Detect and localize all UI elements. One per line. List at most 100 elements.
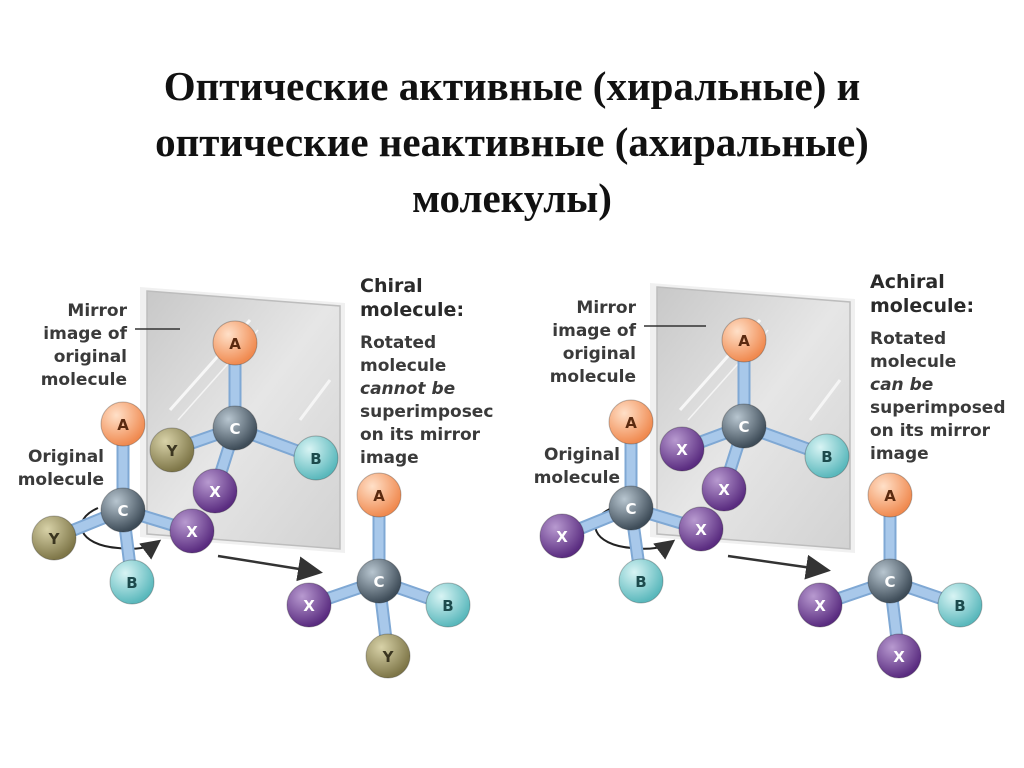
svg-text:Original: Original — [544, 445, 620, 465]
atom-b: B — [425, 582, 471, 628]
original-molecule-label-left: Original molecule — [18, 447, 104, 490]
svg-text:A: A — [117, 416, 129, 434]
svg-text:superimposed: superimposed — [870, 398, 1006, 418]
title-line-2: оптические неактивные (ахиральные) — [155, 119, 869, 165]
svg-text:superimposec: superimposec — [360, 402, 493, 422]
molecule-mirror-image-chiral: A Y X B C — [149, 320, 339, 514]
svg-text:B: B — [635, 573, 646, 591]
atom-a: A — [721, 317, 767, 363]
svg-text:X: X — [893, 648, 905, 666]
svg-text:C: C — [884, 573, 895, 591]
atom-x: X — [659, 426, 705, 472]
atom-c: C — [356, 558, 402, 604]
atom-a: A — [100, 401, 146, 447]
atom-y: Y — [31, 515, 77, 561]
atom-y: Y — [365, 633, 411, 679]
atom-b: B — [937, 582, 983, 628]
atom-c: C — [867, 558, 913, 604]
svg-text:image: image — [360, 448, 419, 468]
svg-text:B: B — [310, 450, 321, 468]
atom-x: X — [797, 582, 843, 628]
achiral-description: Achiral molecule: Rotated molecule can b… — [870, 271, 1006, 464]
atom-c: C — [721, 403, 767, 449]
molecule-rotated-chiral: A X B Y C — [286, 472, 471, 679]
achiral-panel: Mirror image of original molecule Origin… — [534, 271, 1006, 679]
svg-text:Chiral: Chiral — [360, 275, 423, 297]
atom-b: B — [109, 559, 155, 605]
svg-text:C: C — [738, 418, 749, 436]
svg-text:A: A — [738, 332, 750, 350]
molecule-original-chiral: A Y X B C — [31, 401, 215, 605]
svg-text:B: B — [442, 597, 453, 615]
svg-text:B: B — [954, 597, 965, 615]
svg-text:X: X — [303, 597, 315, 615]
svg-text:X: X — [556, 528, 568, 546]
title-line-3: молекулы) — [412, 175, 612, 221]
svg-text:C: C — [229, 420, 240, 438]
slide-title: Оптические активные (хиральные) и оптиче… — [0, 58, 1024, 226]
atom-a: A — [212, 320, 258, 366]
svg-text:original: original — [54, 347, 127, 367]
atom-x: X — [169, 508, 215, 554]
molecule-mirror-image-achiral: A X X B C — [659, 317, 850, 512]
svg-text:A: A — [625, 414, 637, 432]
atom-x: X — [701, 466, 747, 512]
svg-text:B: B — [821, 448, 832, 466]
atom-c: C — [100, 487, 146, 533]
svg-text:molecule: molecule — [41, 370, 127, 390]
svg-text:molecule: molecule — [870, 352, 956, 372]
svg-text:X: X — [186, 523, 198, 541]
atom-a: A — [867, 472, 913, 518]
svg-text:X: X — [695, 521, 707, 539]
svg-text:Mirror: Mirror — [576, 298, 636, 318]
svg-text:molecule: molecule — [534, 468, 620, 488]
svg-text:image: image — [870, 444, 929, 464]
svg-text:C: C — [625, 500, 636, 518]
atom-x: X — [876, 633, 922, 679]
transform-arrow-left — [217, 554, 323, 582]
svg-text:Rotated: Rotated — [360, 333, 436, 353]
atom-y: Y — [149, 427, 195, 473]
original-molecule-label-right: Original molecule — [534, 445, 620, 488]
atom-c: C — [608, 485, 654, 531]
svg-text:A: A — [373, 487, 385, 505]
svg-text:A: A — [884, 487, 896, 505]
svg-text:X: X — [814, 597, 826, 615]
svg-text:C: C — [373, 573, 384, 591]
transform-arrow-right — [727, 554, 831, 580]
atom-x: X — [678, 506, 724, 552]
chiral-panel: Mirror image of original molecule Origin… — [18, 275, 493, 679]
atom-c: C — [212, 405, 258, 451]
svg-text:image of: image of — [552, 321, 636, 341]
svg-text:X: X — [209, 483, 221, 501]
svg-text:molecule:: molecule: — [360, 299, 464, 321]
svg-text:molecule: molecule — [550, 367, 636, 387]
svg-text:X: X — [718, 481, 730, 499]
svg-text:B: B — [126, 574, 137, 592]
mirror-image-label-right: Mirror image of original molecule — [550, 298, 706, 387]
title-line-1: Оптические активные (хиральные) и — [163, 63, 861, 109]
mirror-image-label-left: Mirror image of original molecule — [41, 301, 180, 390]
atom-x: X — [539, 513, 585, 559]
atom-a: A — [608, 399, 654, 445]
svg-text:Y: Y — [166, 442, 179, 460]
svg-text:Rotated: Rotated — [870, 329, 946, 349]
chiral-description: Chiral molecule: Rotated molecule cannot… — [360, 275, 493, 468]
atom-a: A — [356, 472, 402, 518]
svg-text:Original: Original — [28, 447, 104, 467]
svg-text:Y: Y — [48, 530, 61, 548]
svg-text:Y: Y — [382, 648, 395, 666]
svg-text:C: C — [117, 502, 128, 520]
svg-text:on its mirror: on its mirror — [360, 425, 481, 445]
atom-b: B — [293, 435, 339, 481]
atom-b: B — [618, 558, 664, 604]
svg-text:molecule: molecule — [360, 356, 446, 376]
svg-text:cannot be: cannot be — [360, 379, 455, 399]
svg-text:Mirror: Mirror — [67, 301, 127, 321]
svg-text:molecule:: molecule: — [870, 295, 974, 317]
atom-x: X — [286, 582, 332, 628]
svg-text:A: A — [229, 335, 241, 353]
svg-text:on its mirror: on its mirror — [870, 421, 991, 441]
svg-text:X: X — [676, 441, 688, 459]
